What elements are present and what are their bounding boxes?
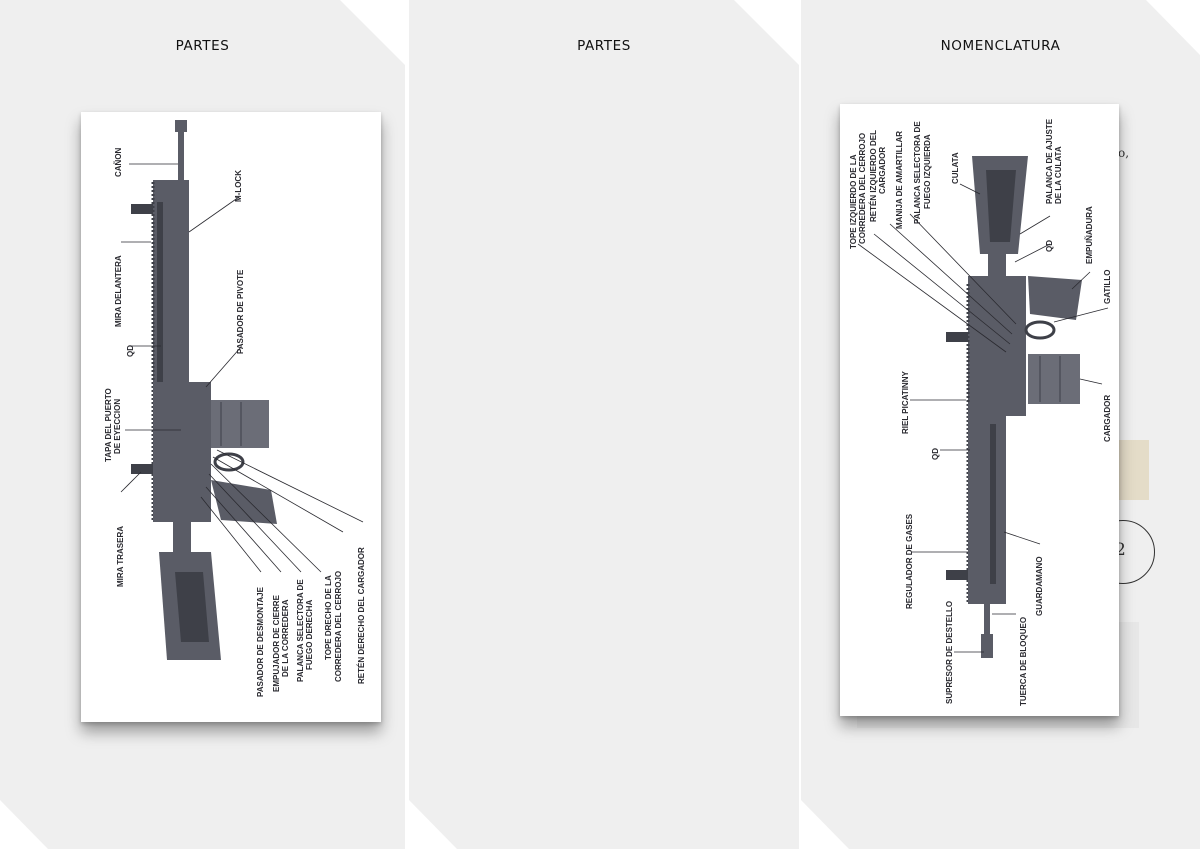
rifle-diagram-icon: CAÑON M-LOCK MIRA DELANTERA PASADOR DE P… [104,120,366,697]
panel-fold-decoration [0,0,405,849]
panel-title: PARTES [175,38,230,54]
callout-label: CARGADOR [878,147,887,194]
background-image-fragment [1119,440,1149,500]
callout-label: SUPRESOR DE DESTELLO [945,601,954,704]
callout-label: CARGADOR [1103,395,1112,442]
callout-label: QD [931,448,940,460]
callout-label: MANIJA DE AMARTILLAR [895,131,904,229]
page-number-fragment: 2 [1115,540,1126,560]
callout-label: DE LA CORREDERA [281,599,290,677]
callout-label: FUEGO DERECHA [305,600,314,670]
callout-label: DE EYECCION [113,399,122,454]
callout-label: REGULADOR DE GASES [905,513,914,609]
callout-label: PALANCA SELECTORA DE [296,579,305,682]
callout-label: PALANCA SELECTORA DE [913,121,922,224]
callout-label: GUARDAMANO [1035,556,1044,616]
rifle-diagram-sheet: CAÑON M-LOCK MIRA DELANTERA PASADOR DE P… [81,112,381,722]
callout-label: CORREDERA DEL CERROJO [334,571,343,682]
callout-label: EMPUJADOR DE CIERRE [272,594,281,692]
callout-label: CAÑON [114,147,123,177]
panel-partes-left: PARTES [0,0,405,849]
callout-label: CULATA [951,152,960,184]
callout-label: TOPE DRECHO DE LA [324,575,333,660]
panel-nomenclatura: NOMENCLATURA o, 2 [801,0,1200,849]
callout-label: RIEL PICATINNY [901,371,910,434]
callout-label: PASADOR DE DESMONTAJE [256,586,265,697]
callout-label: QD [1045,240,1054,252]
callout-label: TAPA DEL PUERTO [104,388,113,462]
callout-label: MIRA TRASERA [116,526,125,587]
panel-partes-middle: PARTES [409,0,799,849]
callout-label: CORREDERA DEL CERROJO [858,133,867,244]
callout-label: RETÉN DERECHO DEL CARGADOR [357,547,366,684]
panel-title: NOMENCLATURA [940,38,1061,54]
callout-label: PASADOR DE PIVOTE [236,269,245,354]
callout-label: GATILLO [1103,269,1112,304]
panel-fold-decoration [409,0,799,849]
callout-label: M-LOCK [234,170,243,202]
callout-label: TUERCA DE BLOQUEO [1019,617,1028,706]
callout-label: RETÉN IZQUIERDO DEL [869,130,878,222]
callout-label: QD [126,345,135,357]
callout-label: PALANCA DE AJUSTE [1045,118,1054,204]
panel-title: PARTES [577,38,631,54]
callout-label: TOPE IZQUIERDO DE LA [849,154,858,249]
callout-label: FUEGO IZQUIERDA [923,134,932,209]
background-text-fragment: o, [1118,146,1130,160]
callout-label: MIRA DELANTERA [114,255,123,327]
rifle-diagram-sheet: TOPE IZQUIERDO DE LA CORREDERA DEL CERRO… [840,104,1119,716]
callout-label: EMPUÑADURA [1085,206,1094,264]
callout-label: DE LA CULATA [1054,146,1063,204]
panel-fold-decoration [801,0,1200,849]
rifle-diagram-icon: TOPE IZQUIERDO DE LA CORREDERA DEL CERRO… [849,118,1112,706]
